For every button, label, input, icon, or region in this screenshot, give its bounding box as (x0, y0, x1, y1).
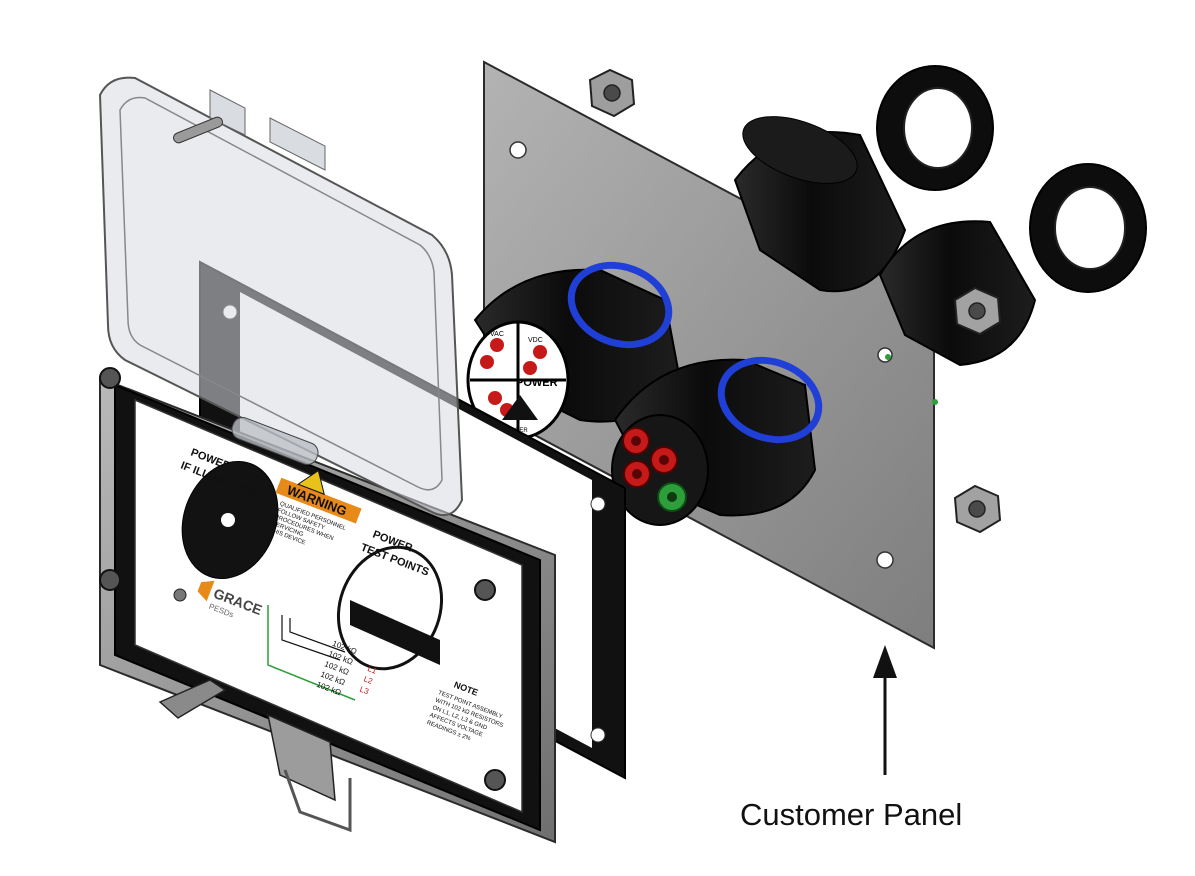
locknut-ring-top (876, 65, 994, 191)
blue-o-ring-bottom (717, 356, 823, 444)
housing-screw-tl (99, 367, 121, 389)
line-label-l3: L3 (358, 685, 370, 697)
panel-green-marker (885, 354, 891, 360)
panel-green-marker-2 (932, 399, 938, 405)
clear-hinged-lid (98, 76, 464, 516)
housing-screw-tr (474, 579, 496, 601)
bottom-latch (158, 679, 352, 833)
cap-vac-text: VAC (490, 331, 504, 338)
blue-o-ring-top (567, 261, 673, 349)
lid-hinge-pin (173, 116, 223, 144)
cap-power-text: POWER (516, 377, 558, 389)
front-housing: POWER IF ILLUMINATED POWER TEST POINTS W… (99, 367, 556, 844)
hex-nut-top-left (588, 68, 636, 118)
panel-hole-top-left (509, 141, 527, 159)
customer-panel-pointer-arrow (873, 645, 897, 775)
danger-triangle-icon (502, 395, 538, 420)
housing-screw-bl (99, 569, 121, 591)
panel-hole-bottom-right (876, 551, 894, 569)
mount-screw-label (173, 588, 187, 602)
hex-nut-right-bottom (953, 484, 1002, 534)
rear-cylinder-top (733, 116, 907, 293)
customer-panel-caption: Customer Panel (740, 797, 963, 832)
locknut-ring-bottom (1029, 163, 1147, 293)
rear-cylinder-bottom (878, 220, 1037, 367)
line-label-l2: L2 (362, 674, 374, 686)
test-points-connector (611, 356, 823, 526)
hex-nut-right-middle (953, 286, 1002, 336)
housing-screw-br (484, 769, 506, 791)
lid-hinge-barrel (231, 417, 319, 465)
line-label-l1: L1 (366, 664, 378, 676)
power-indicator-connector: POWER VAC VDC DANGER (466, 261, 682, 440)
cap-vdc-text: VDC (528, 337, 543, 344)
